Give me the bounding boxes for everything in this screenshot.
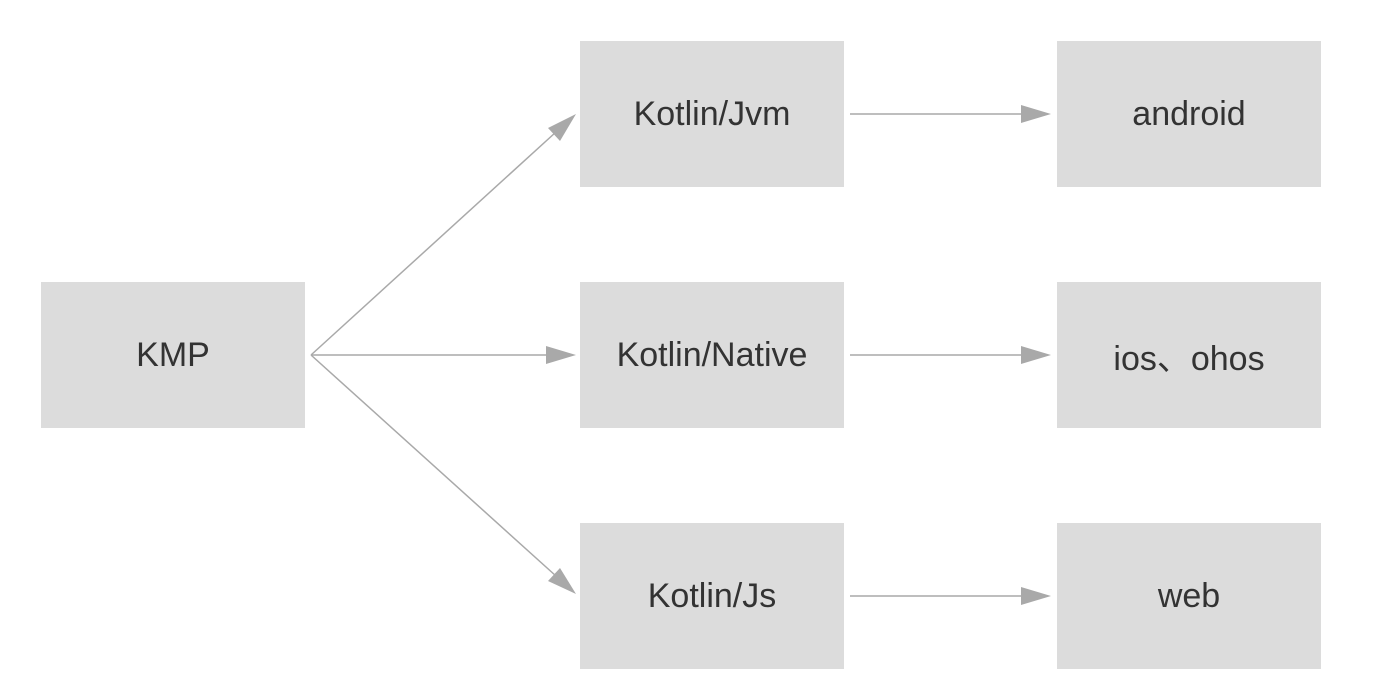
node-label-kotlin-native: Kotlin/Native <box>616 335 808 374</box>
node-kmp: KMP <box>41 282 305 428</box>
arrowhead-kotlin-js-to-web <box>1021 587 1051 605</box>
node-label-ios-ohos: ios、ohos <box>1113 339 1265 378</box>
node-label-kmp: KMP <box>136 335 210 374</box>
node-label-kotlin-js: Kotlin/Js <box>647 576 777 615</box>
node-kotlin-jvm: Kotlin/Jvm <box>580 41 844 187</box>
node-android: android <box>1057 41 1321 187</box>
node-kotlin-native: Kotlin/Native <box>580 282 844 428</box>
node-label-android: android <box>1132 94 1246 133</box>
edge-kmp-to-kotlin-js <box>310 354 557 577</box>
edge-kmp-to-kotlin-jvm <box>310 131 557 356</box>
arrowhead-kmp-to-kotlin-js <box>548 568 576 594</box>
node-ios-ohos: ios、ohos <box>1057 282 1321 428</box>
node-label-kotlin-jvm: Kotlin/Jvm <box>633 94 791 133</box>
arrowhead-kotlin-native-to-ios-ohos <box>1021 346 1051 364</box>
arrowhead-kmp-to-kotlin-native <box>546 346 576 364</box>
arrowhead-kotlin-jvm-to-android <box>1021 105 1051 123</box>
node-label-web: web <box>1157 576 1221 615</box>
node-kotlin-js: Kotlin/Js <box>580 523 844 669</box>
arrowhead-kmp-to-kotlin-jvm <box>548 114 576 141</box>
node-web: web <box>1057 523 1321 669</box>
